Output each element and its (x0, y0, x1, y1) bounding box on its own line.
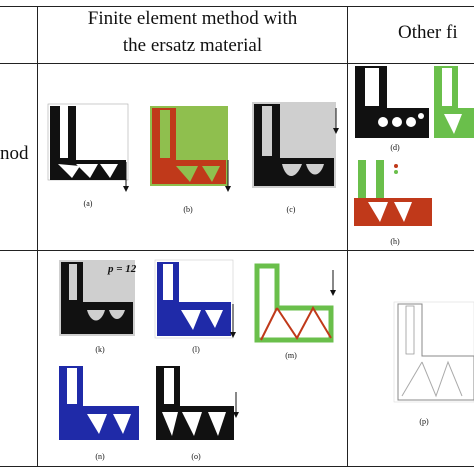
caption-n: (n) (95, 452, 105, 461)
figure-panel-o (154, 364, 240, 446)
figure-panel-b (148, 104, 234, 194)
header-divider (0, 63, 474, 64)
figure-panel-m (253, 262, 339, 344)
annotation-p-12: p = 12 (108, 263, 137, 275)
caption-o: (o) (191, 452, 201, 461)
column-header-other-partial: Other fi (398, 22, 458, 43)
column-divider-2 (347, 6, 348, 467)
figure-panel-k (57, 258, 139, 340)
row-divider (0, 250, 474, 251)
caption-b: (b) (183, 205, 193, 214)
caption-c: (c) (286, 205, 296, 214)
column-divider-1 (37, 6, 38, 467)
figure-panel-a (46, 102, 132, 194)
column-header-fem-line2: the ersatz material (122, 35, 263, 56)
caption-m: (m) (285, 351, 297, 360)
caption-p: (p) (419, 417, 429, 426)
caption-h: (h) (390, 237, 400, 246)
figure-panel-h (352, 158, 436, 236)
figure-panel-d (353, 64, 433, 144)
figure-panel-e (432, 64, 474, 144)
figure-panel-l (153, 258, 239, 342)
figure-panel-p (392, 300, 474, 404)
column-header-fem-line1: Finite element method with (87, 8, 298, 29)
figure-panel-n (57, 364, 143, 446)
caption-a: (a) (83, 199, 93, 208)
figure-panel-c (250, 100, 340, 194)
table-bottom-border (0, 466, 474, 467)
row-label-method-partial: nod (0, 143, 29, 164)
caption-d: (d) (390, 143, 400, 152)
caption-l: (l) (192, 345, 200, 354)
caption-k: (k) (95, 345, 105, 354)
table-top-border (0, 6, 474, 7)
